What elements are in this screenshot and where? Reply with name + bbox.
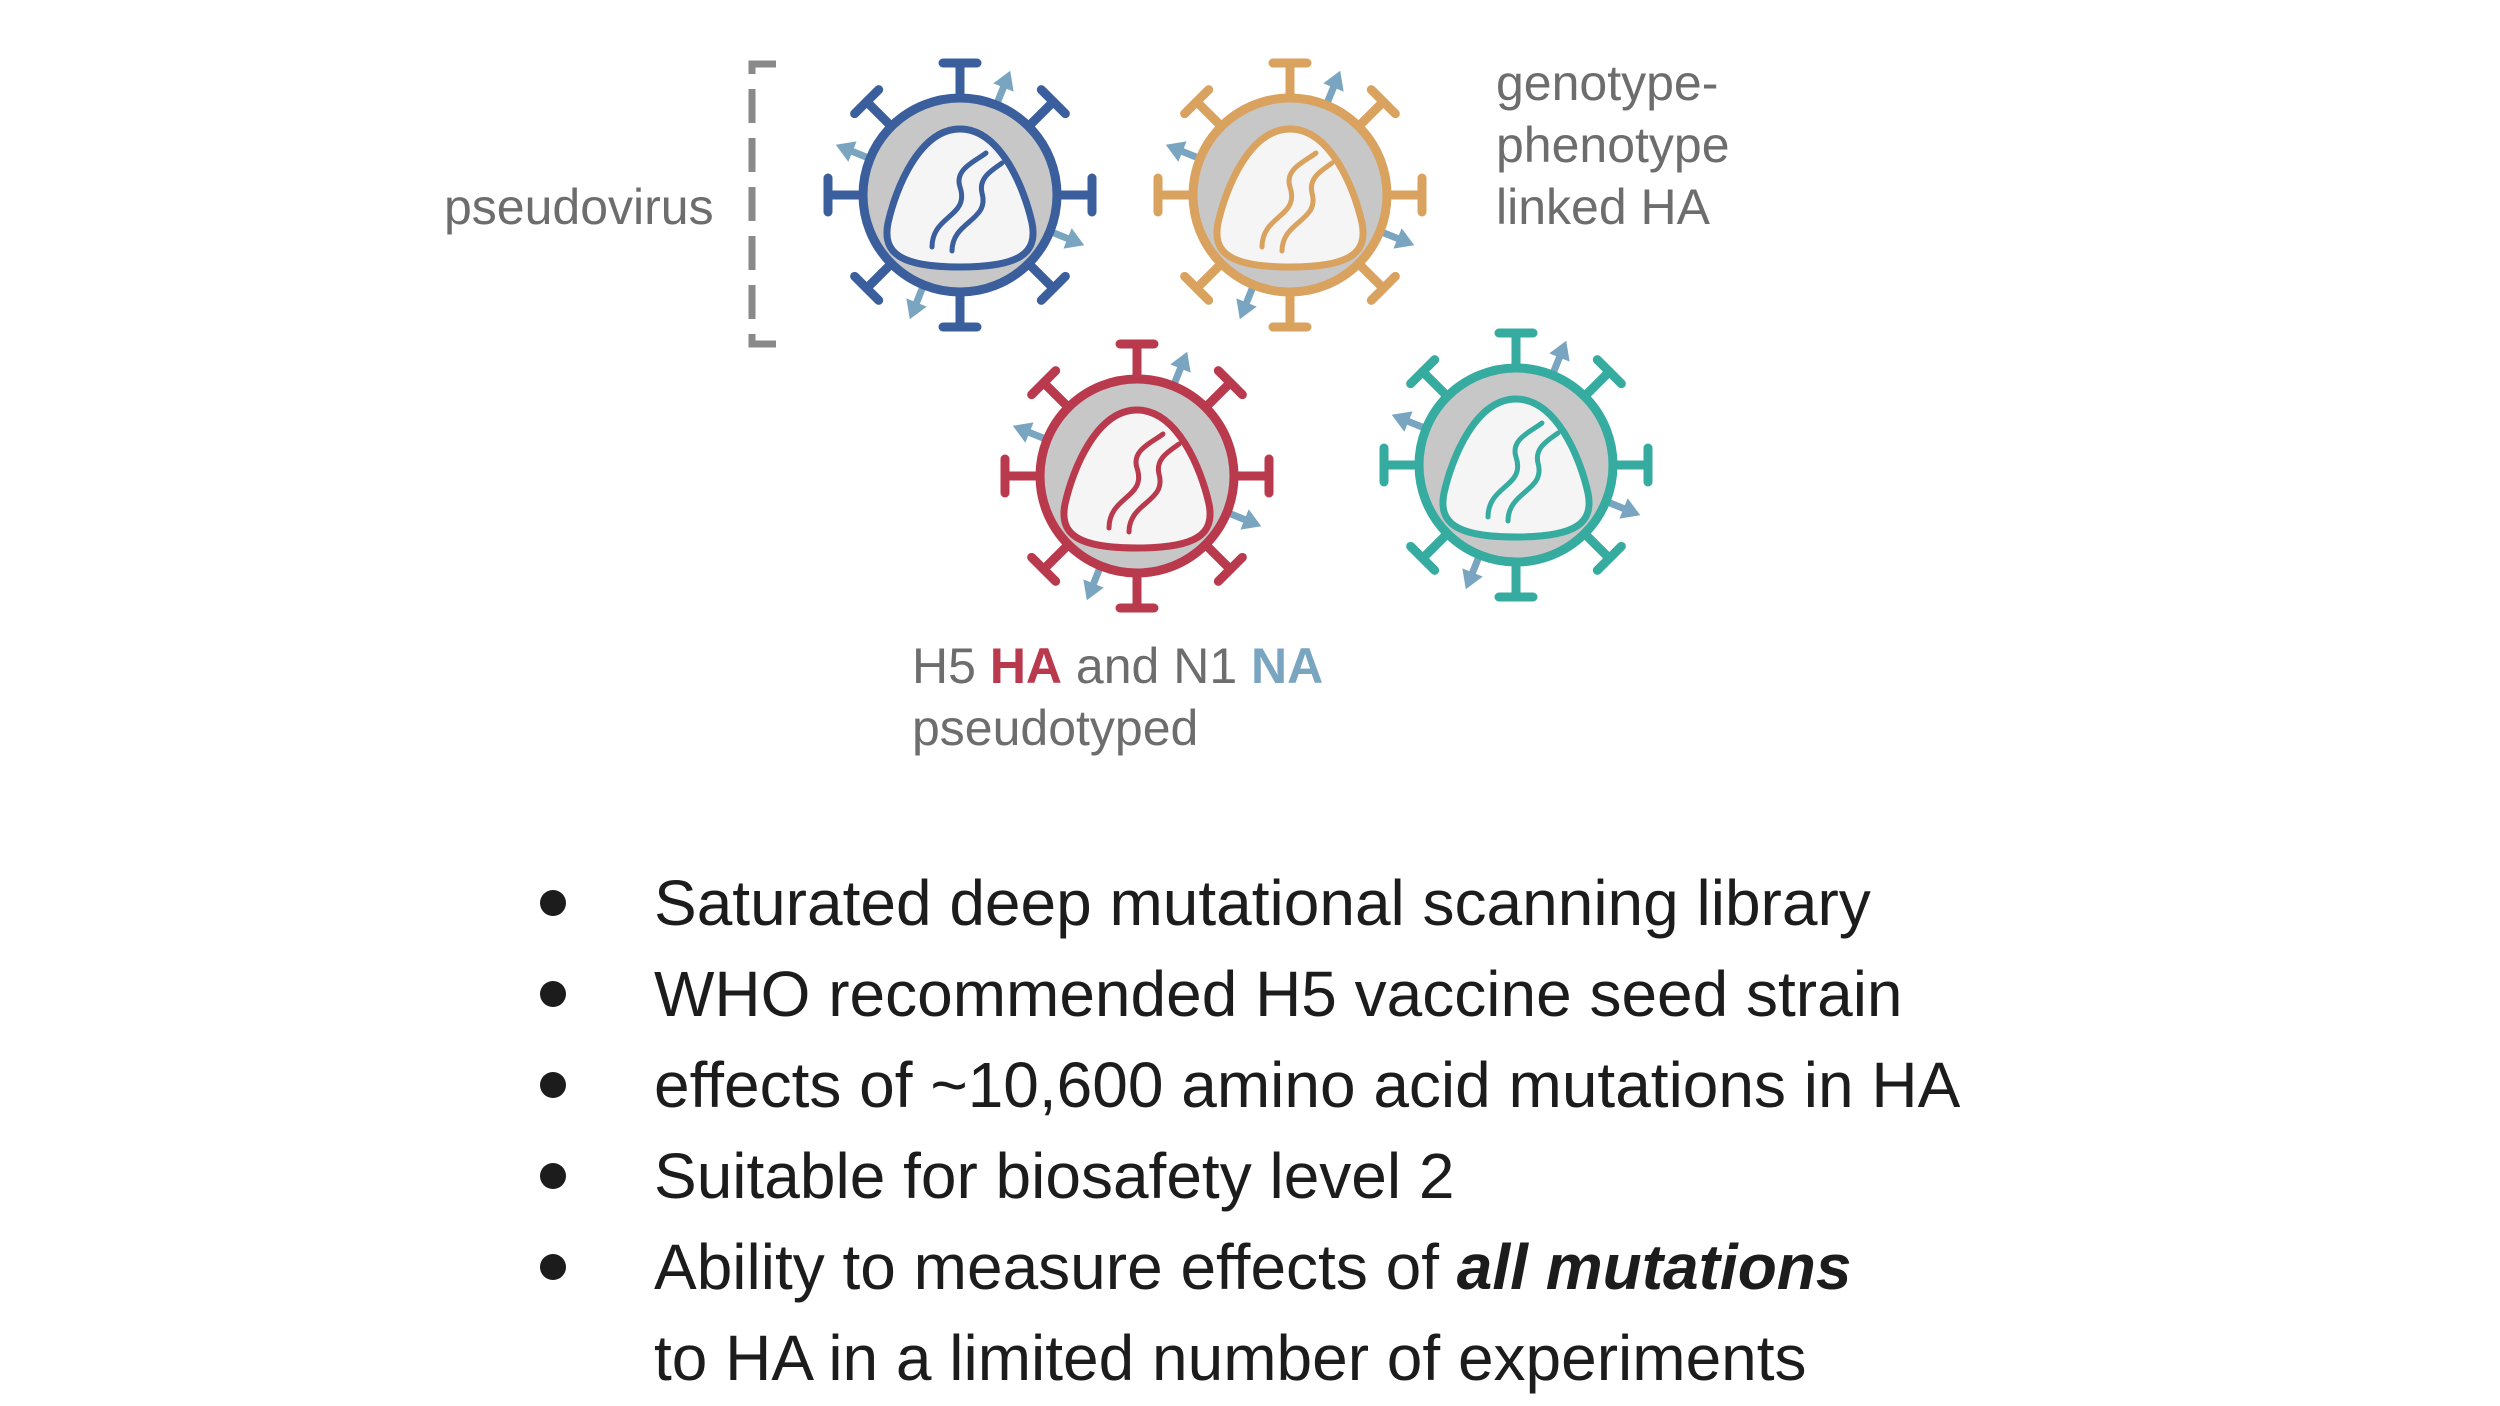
ha-spike-icon <box>1115 567 1159 613</box>
bullet-text-5-line-2: to HA in a limited number of experiments <box>654 1322 1807 1394</box>
genotype-line-1: genotype- <box>1496 55 1719 111</box>
virus-particle-red <box>1000 339 1274 613</box>
ha-spike-icon <box>1579 355 1626 402</box>
ha-spike-icon <box>1051 173 1097 217</box>
ha-spike-icon <box>1579 528 1626 575</box>
ha-spike-icon <box>1494 556 1538 602</box>
ha-spike-icon <box>1180 85 1227 132</box>
ha-spike-icon <box>850 85 897 132</box>
ha-spike-icon <box>850 258 897 305</box>
bullet-text-5: Ability to measure effects of all mutati… <box>654 1222 1851 1313</box>
pseudotyped-label: H5 HA and N1 NA pseudotyped <box>912 635 1323 759</box>
ha-spike-icon <box>1268 286 1312 332</box>
ha-spike-icon <box>1353 85 1400 132</box>
rna-strand-icon <box>929 150 1005 254</box>
pseudovirus-bracket <box>748 60 776 348</box>
na-highlight: NA <box>1251 638 1324 694</box>
genotype-phenotype-label: genotype- phenotype linked HA <box>1496 52 1730 238</box>
pseudotyped-prefix: H5 <box>912 638 990 694</box>
ha-spike-icon <box>1153 173 1199 217</box>
bullet-text-2: WHO recommended H5 vaccine seed strain <box>654 958 1903 1030</box>
bullet-dot-icon <box>540 981 566 1007</box>
pseudotyped-line-1: H5 HA and N1 NA <box>912 635 1323 697</box>
ha-spike-icon <box>1607 443 1653 487</box>
ha-spike-icon <box>1494 328 1538 374</box>
rna-strand-icon <box>1259 150 1335 254</box>
ha-spike-icon <box>1353 258 1400 305</box>
ha-spike-icon <box>1268 58 1312 104</box>
ha-spike-icon <box>1027 366 1074 413</box>
bullet-item-3: effects of ~10,600 amino acid mutations … <box>540 1040 2440 1131</box>
bullet-text-3: effects of ~10,600 amino acid mutations … <box>654 1049 1961 1121</box>
ha-spike-icon <box>1200 366 1247 413</box>
ha-spike-icon <box>1381 173 1427 217</box>
bullet-5-prefix: Ability to measure effects of <box>654 1231 1457 1303</box>
ha-spike-icon <box>1023 85 1070 132</box>
ha-spike-icon <box>1115 339 1159 385</box>
ha-spike-icon <box>938 58 982 104</box>
ha-spike-icon <box>938 286 982 332</box>
bullet-dot-icon <box>540 1163 566 1189</box>
ha-spike-icon <box>1027 539 1074 586</box>
virus-particle-teal <box>1379 328 1653 602</box>
bullet-text-1: Saturated deep mutational scanning libra… <box>654 867 1871 939</box>
genotype-line-2: phenotype <box>1496 117 1730 173</box>
bullet-dot-icon <box>540 890 566 916</box>
ha-spike-icon <box>1379 443 1425 487</box>
rna-strand-icon <box>1485 420 1561 524</box>
all-mutations-emphasis: all mutations <box>1456 1231 1852 1303</box>
ha-spike-icon <box>1406 528 1453 575</box>
ha-spike-icon <box>1200 539 1247 586</box>
ha-spike-icon <box>1000 454 1046 498</box>
ha-spike-icon <box>1180 258 1227 305</box>
ha-highlight: HA <box>989 638 1063 694</box>
feature-bullet-list: Saturated deep mutational scanning libra… <box>540 858 2440 1404</box>
ha-spike-icon <box>823 173 869 217</box>
bullet-item-2: WHO recommended H5 vaccine seed strain <box>540 949 2440 1040</box>
pseudovirus-label: pseudovirus <box>444 179 714 235</box>
pseudotyped-middle: and N1 <box>1062 638 1252 694</box>
pseudotyped-line-2: pseudotyped <box>912 700 1199 756</box>
bullet-dot-icon <box>540 1254 566 1280</box>
virus-particle-orange <box>1153 58 1427 332</box>
bullet-item-5: Ability to measure effects of all mutati… <box>540 1222 2440 1313</box>
ha-spike-icon <box>1023 258 1070 305</box>
ha-spike-icon <box>1228 454 1274 498</box>
genotype-line-3: linked HA <box>1496 179 1710 235</box>
bullet-text-4: Suitable for biosafety level 2 <box>654 1140 1455 1212</box>
bullet-item-5-continuation: to HA in a limited number of experiments <box>540 1313 2440 1404</box>
ha-spike-icon <box>1406 355 1453 402</box>
bullet-item-1: Saturated deep mutational scanning libra… <box>540 858 2440 949</box>
bullet-dot-icon <box>540 1072 566 1098</box>
rna-strand-icon <box>1106 431 1182 535</box>
bullet-item-4: Suitable for biosafety level 2 <box>540 1131 2440 1222</box>
virus-particle-blue <box>823 58 1097 332</box>
